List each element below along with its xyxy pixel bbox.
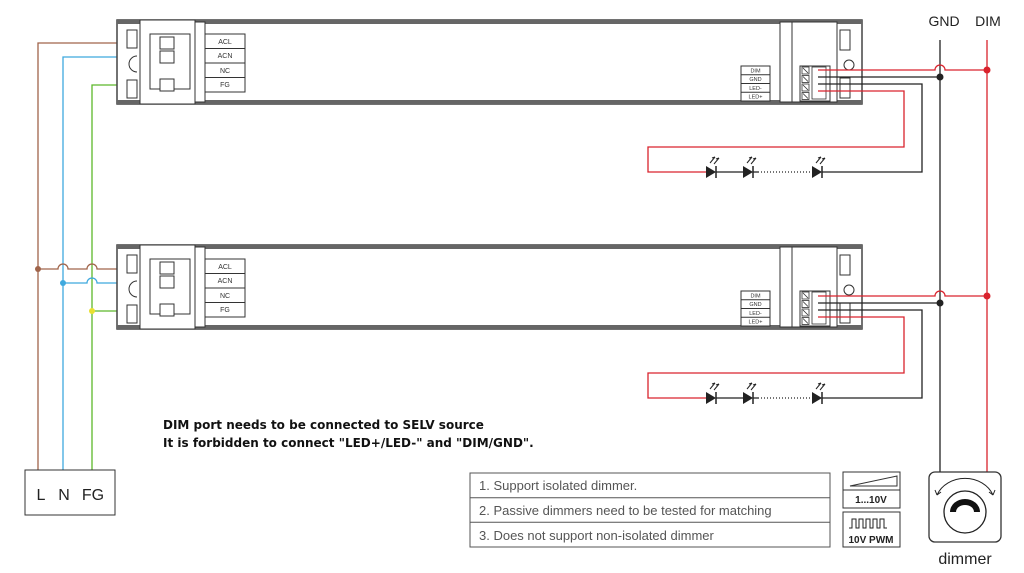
label-acl: ACL xyxy=(218,264,232,271)
label-led-plus: LED+ xyxy=(749,95,763,101)
dim-header: DIM xyxy=(975,13,1001,29)
label-fg: FG xyxy=(220,307,230,314)
driver-2-labels: ACL ACN NC FG DIM GND LED- LED+ xyxy=(218,264,763,326)
label-gnd: GND xyxy=(749,77,761,83)
label-led-plus: LED+ xyxy=(749,320,763,326)
label-gnd: GND xyxy=(749,302,761,308)
mains-n: N xyxy=(58,487,70,504)
note-selv: DIM port needs to be connected to SELV s… xyxy=(163,418,484,432)
requirement-2: 2. Passive dimmers need to be tested for… xyxy=(479,503,772,518)
requirements-table: 1. Support isolated dimmer. 2. Passive d… xyxy=(469,472,831,548)
label-led-minus: LED- xyxy=(749,311,762,317)
requirement-3: 3. Does not support non-isolated dimmer xyxy=(479,528,715,543)
driver-1-labels: ACL ACN NC FG DIM GND LED- LED+ xyxy=(218,39,763,101)
label-led-minus: LED- xyxy=(749,86,762,92)
label-nc: NC xyxy=(220,68,230,75)
pwm-icon: 10V PWM xyxy=(842,511,901,548)
pwm-label: 10V PWM xyxy=(848,535,893,546)
label-nc: NC xyxy=(220,293,230,300)
driver-2-leds xyxy=(705,382,826,405)
label-acn: ACN xyxy=(218,53,233,60)
label-dim: DIM xyxy=(750,69,761,75)
label-acn: ACN xyxy=(218,278,233,285)
mains-fg: FG xyxy=(82,487,104,504)
driver-1-output-wires xyxy=(647,64,991,173)
note-forbidden: It is forbidden to connect "LED+/LED-" a… xyxy=(163,436,534,450)
dimmer-knob-icon[interactable] xyxy=(928,471,1002,543)
label-fg: FG xyxy=(220,82,230,89)
analog-label: 1...10V xyxy=(855,495,887,506)
mains-l: L xyxy=(37,487,46,504)
analog-1-10v-icon: 1...10V xyxy=(842,471,901,509)
dimmer-label: dimmer xyxy=(938,551,992,568)
driver-1-leds xyxy=(705,156,826,179)
label-dim: DIM xyxy=(750,294,761,300)
mains-box xyxy=(24,469,116,516)
label-acl: ACL xyxy=(218,39,232,46)
gnd-header: GND xyxy=(928,13,959,29)
requirement-1: 1. Support isolated dimmer. xyxy=(479,478,637,493)
